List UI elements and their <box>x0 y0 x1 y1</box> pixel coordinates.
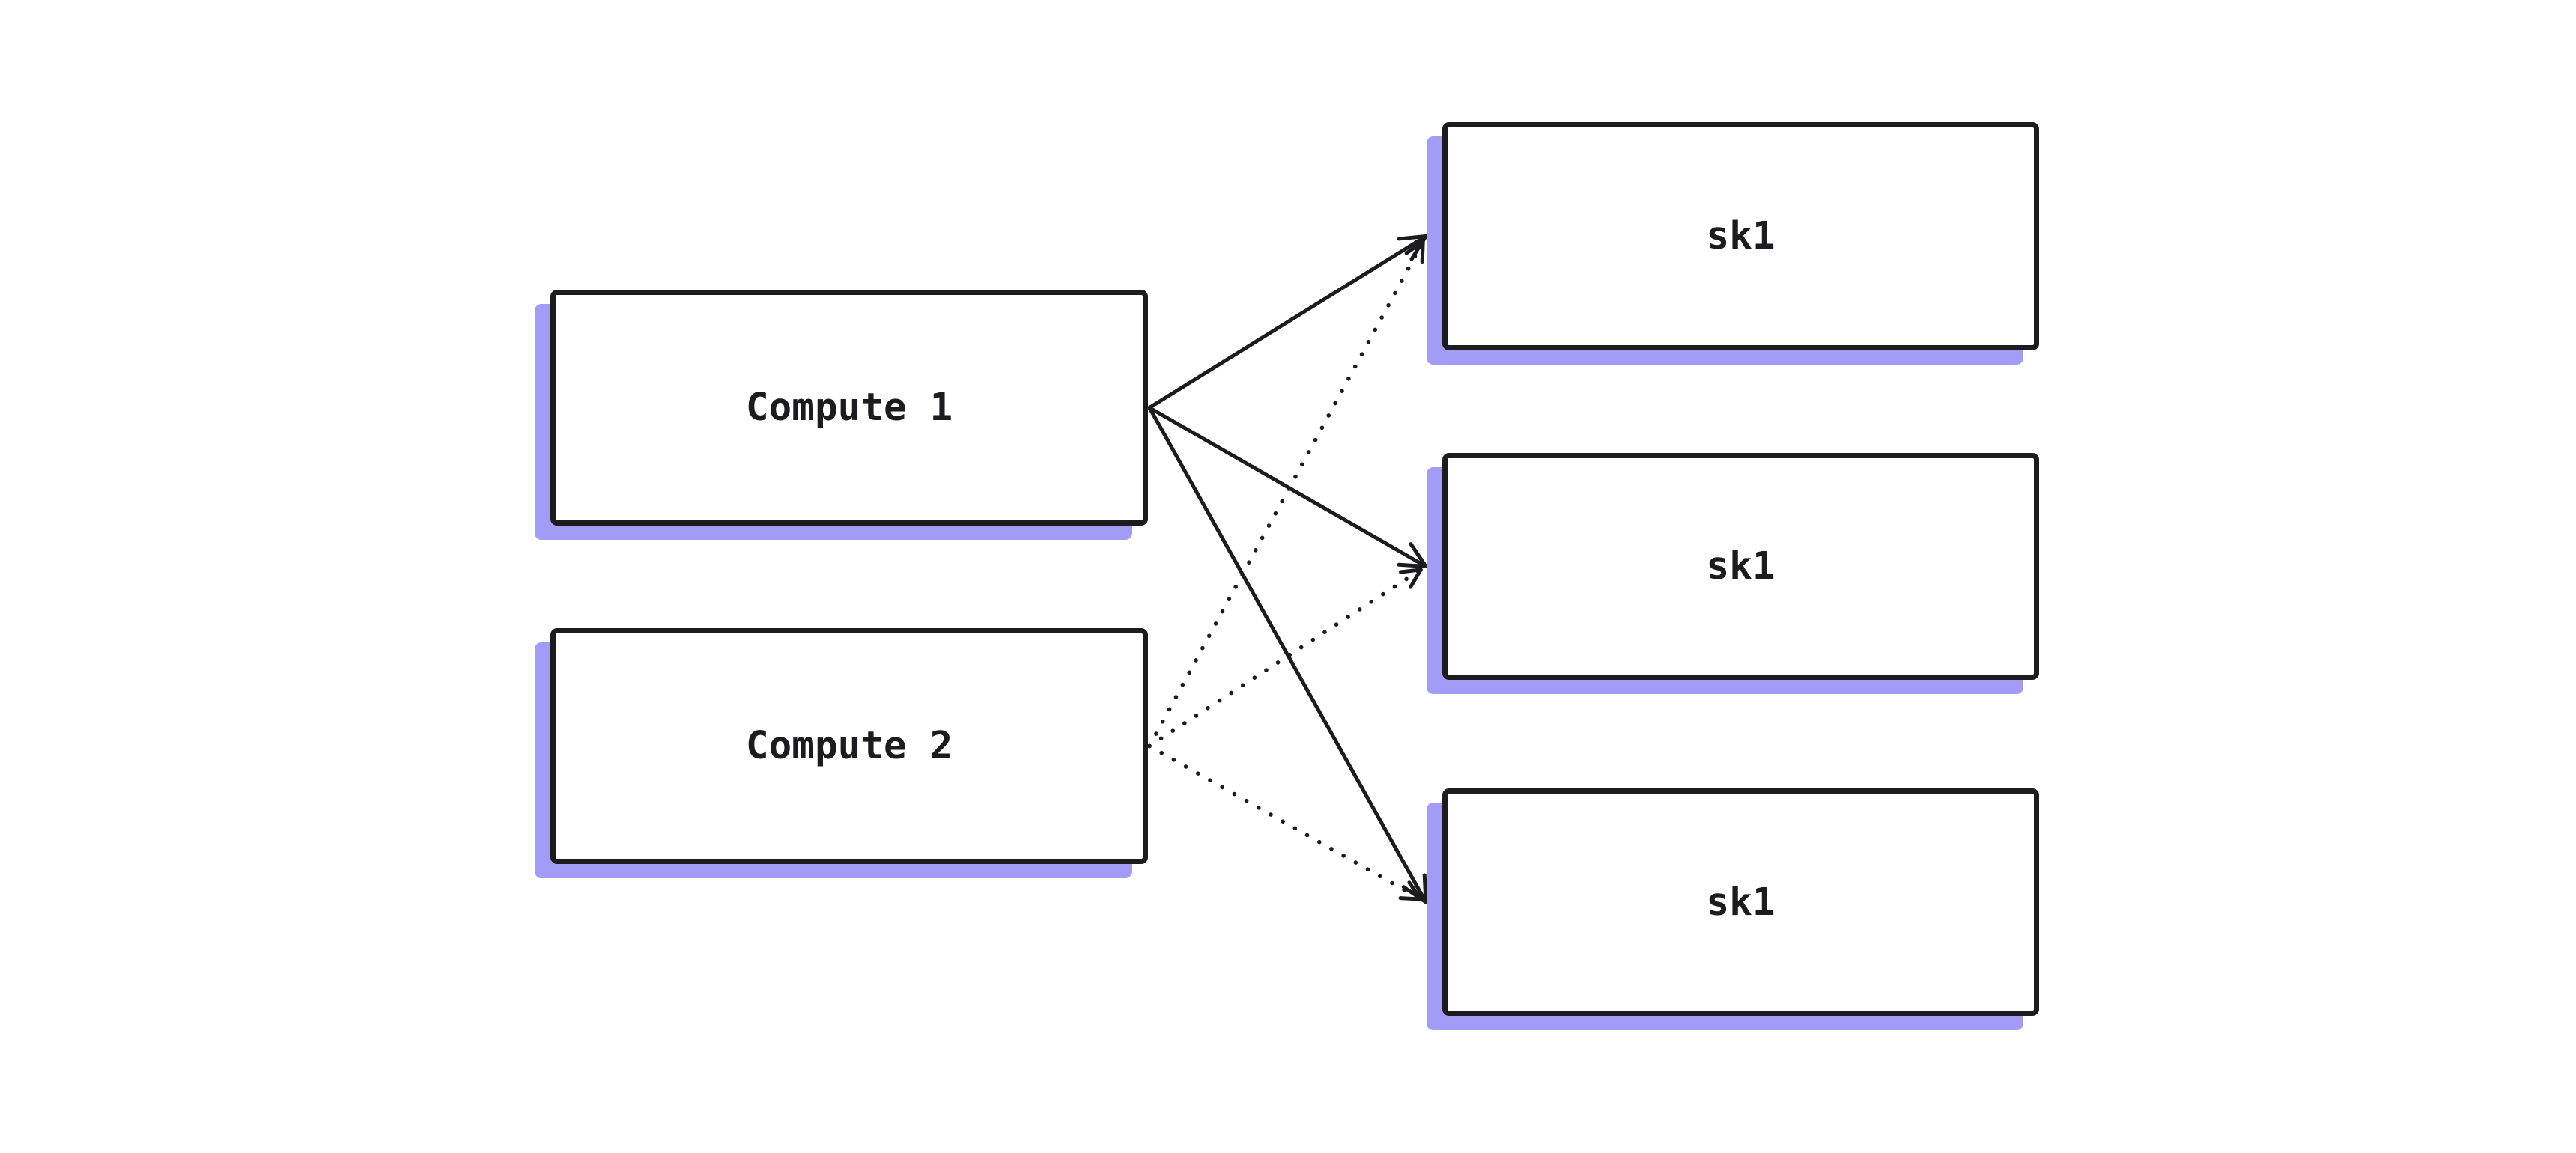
edge-compute1-sk1b-arrowhead-arm2 <box>1409 542 1428 568</box>
edge-compute2-sk1a-arrowhead-arm1 <box>1420 240 1425 264</box>
edge-compute2-sk1b-dotted-line <box>1147 568 1421 749</box>
node-sk1-top: sk1 <box>1442 122 2039 350</box>
edge-compute2-sk1a-arrowhead-arm2 <box>1404 240 1425 255</box>
edge-compute1-sk1c-arrowhead-arm2 <box>1422 873 1428 904</box>
node-compute-1-label: Compute 1 <box>745 386 953 430</box>
node-sk1-top-label: sk1 <box>1706 214 1775 258</box>
node-compute-2-label: Compute 2 <box>745 724 953 768</box>
edge-compute1-sk1c-line <box>1147 406 1427 902</box>
edge-compute1-sk1b-line <box>1147 406 1426 568</box>
edge-compute1-sk1a-line <box>1147 235 1426 410</box>
node-compute-2: Compute 2 <box>550 628 1148 864</box>
node-sk1-bottom: sk1 <box>1442 788 2039 1016</box>
edge-compute2-sk1c-arrowhead-arm1 <box>1398 896 1423 901</box>
node-sk1-bottom-label: sk1 <box>1706 880 1775 925</box>
node-compute-1: Compute 1 <box>550 290 1148 526</box>
node-sk1-middle-label: sk1 <box>1706 544 1775 588</box>
edge-compute2-sk1b-arrowhead-arm1 <box>1409 568 1423 589</box>
edge-compute2-sk1b-arrowhead-arm2 <box>1398 568 1423 574</box>
edge-compute2-sk1a-dotted-line <box>1147 241 1424 749</box>
edge-compute2-sk1c-dotted-line <box>1147 743 1421 901</box>
edge-compute1-sk1b-arrowhead-arm1 <box>1397 562 1428 568</box>
edge-compute2-sk1c-arrowhead-arm2 <box>1407 880 1423 901</box>
edge-compute1-sk1a-arrowhead-arm2 <box>1397 234 1428 241</box>
node-sk1-middle: sk1 <box>1442 453 2039 680</box>
